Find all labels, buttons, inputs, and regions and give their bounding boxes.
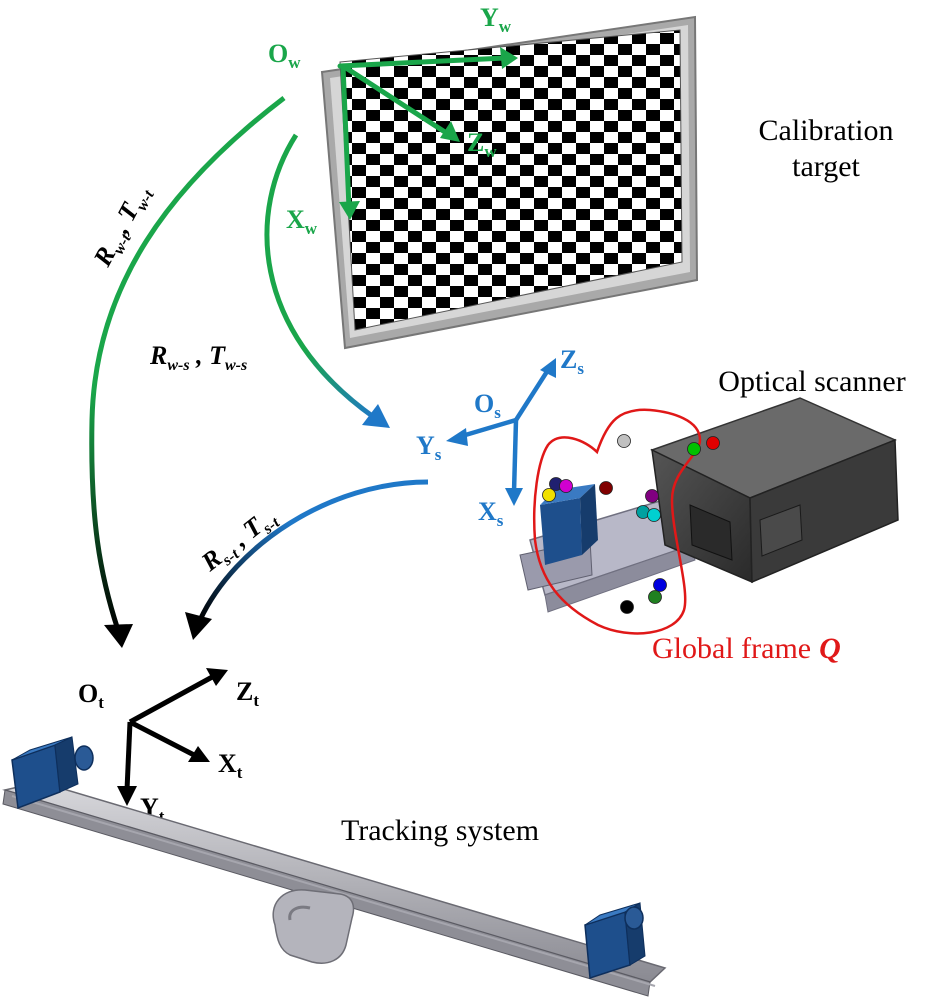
label-scanner-to-tracker: Rs-t , Ts-t (195, 501, 283, 580)
left-camera-lens (74, 745, 94, 771)
arrowhead-icon (505, 488, 523, 506)
optical-scanner-label: Optical scanner (718, 365, 905, 398)
global-frame-outline (532, 408, 702, 635)
tracking-clamp (272, 889, 355, 964)
arrowhead-icon (440, 121, 460, 142)
marker-dot (706, 436, 720, 450)
marker-dot (687, 442, 701, 456)
tracking-system-label: Tracking system (341, 814, 539, 847)
tracking-system-device (2, 736, 667, 997)
marker-dots (542, 434, 720, 614)
world-z-axis (340, 63, 451, 137)
scanner-z-axis (514, 368, 550, 422)
tracker-frame-arrowheads (117, 668, 228, 806)
label-world-to-tracker: Rw-t, Tw-t (87, 180, 158, 274)
marker-dot (559, 479, 573, 493)
marker-dot (645, 489, 659, 503)
right-camera-lens (624, 906, 644, 930)
tracker-origin-label: Ot (78, 679, 104, 712)
calibration-target (320, 15, 699, 350)
scanner-frame-arrowheads (446, 358, 556, 506)
arrowhead-icon (500, 47, 518, 69)
marker-dot (542, 488, 556, 502)
left-camera-side (54, 736, 79, 793)
scanner-arm-side (544, 544, 696, 613)
marker-dot (599, 481, 613, 495)
world-y-axis (337, 55, 508, 69)
marker-dot (647, 508, 661, 522)
arrowhead-icon (104, 624, 133, 648)
tracker-z-label: Zt (236, 677, 259, 710)
arrowhead-icon (446, 428, 468, 446)
scanner-x-axis (511, 419, 519, 493)
scanner-z-label: Zs (560, 345, 584, 378)
world-origin-label: Ow (268, 39, 301, 72)
scanner-vent (689, 504, 733, 561)
curve-world-to-tracker (89, 96, 286, 631)
checkerboard (339, 29, 683, 331)
scanner-camera-front (580, 484, 598, 555)
tracker-frame-axes (124, 673, 216, 791)
world-frame-arrowheads (339, 47, 518, 220)
tracker-x-label: Xt (218, 749, 243, 782)
tracking-clamp-slot (288, 905, 311, 921)
arrowhead-icon (362, 404, 390, 428)
scanner-y-axis (461, 417, 517, 439)
arrowhead-icon (540, 358, 556, 378)
scanner-panel (759, 504, 803, 557)
arrowhead-icon (206, 668, 228, 686)
scanner-x-label: Xs (478, 497, 504, 530)
tracker-y-axis (124, 721, 133, 791)
marker-dot (648, 590, 662, 604)
scanner-origin-label: Os (474, 389, 501, 422)
scanner-y-label: Ys (416, 431, 442, 464)
arrowhead-icon (339, 201, 360, 220)
curve-world-to-scanner (264, 133, 377, 421)
curve-scanner-to-tracker (197, 479, 429, 622)
label-world-to-scanner: Rw-s , Tw-s (149, 341, 247, 374)
world-z-label: Zw (467, 128, 497, 161)
tracking-rail-groove (11, 795, 656, 987)
arrowhead-icon (117, 786, 137, 806)
world-y-label: Yw (480, 3, 512, 36)
scanner-frame-axes (461, 368, 550, 493)
arrowhead-icon (188, 746, 210, 762)
tracker-z-axis (128, 673, 216, 725)
marker-dot (617, 434, 631, 448)
optical-scanner-device (519, 397, 899, 613)
tracker-x-axis (128, 719, 198, 759)
world-frame-axes (337, 55, 508, 211)
arrowhead-icon (185, 612, 212, 640)
world-x-axis (340, 63, 352, 211)
marker-dot (653, 578, 667, 592)
scanner-camera-side (540, 498, 582, 565)
marker-dot (620, 600, 634, 614)
world-x-label: Xw (286, 205, 318, 238)
